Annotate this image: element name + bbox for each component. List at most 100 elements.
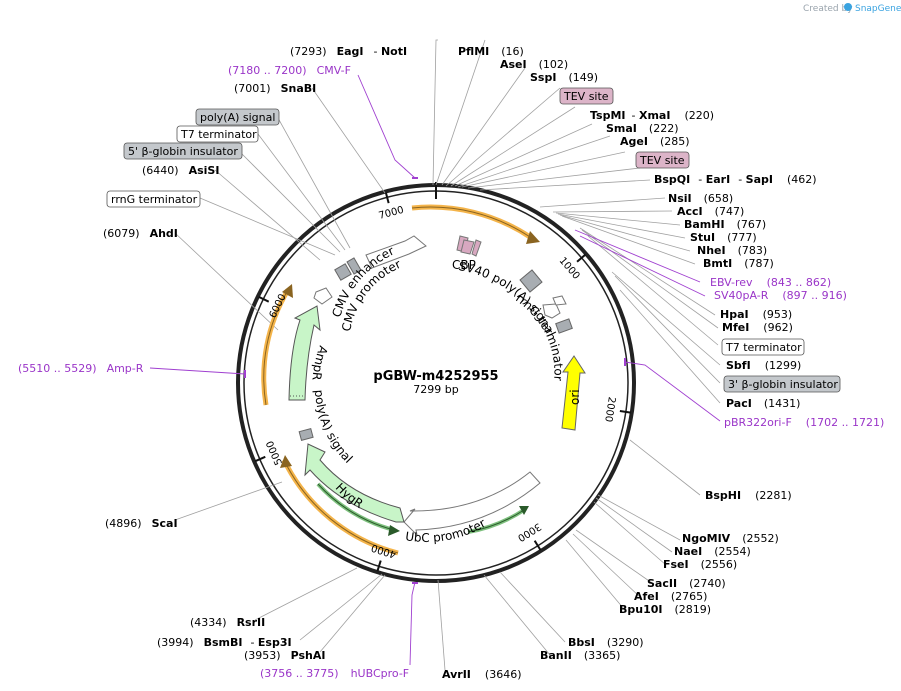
feature-hygr <box>304 443 405 523</box>
primer-leaders <box>149 74 721 666</box>
scale-tick <box>254 455 266 463</box>
site-label: StuI(777) <box>690 231 757 244</box>
site-label: NheI(783) <box>697 244 767 257</box>
site-label: AfeI(2765) <box>634 590 707 603</box>
boxed-label-5-insulator: 5' β-globin insulator <box>123 142 243 160</box>
site-label: BmtI(787) <box>703 257 774 270</box>
scale-tick <box>258 295 270 303</box>
terminator-arrow-icon <box>552 295 567 306</box>
site-label: BamHI(767) <box>684 218 766 231</box>
cbp-mark-icon <box>460 239 475 255</box>
primer-label: pBR322ori-F(1702 .. 1721) <box>724 416 884 429</box>
site-label: SacII(2740) <box>647 577 726 590</box>
site-label: AccI(747) <box>677 205 744 218</box>
primer-label: (5510 .. 5529)Amp-R <box>18 362 144 375</box>
site-label: SmaI(222) <box>606 122 679 135</box>
site-label: Bpu10I(2819) <box>619 603 711 616</box>
site-label: SspI(149) <box>530 71 598 84</box>
svg-text:3' β-globin insulator: 3' β-globin insulator <box>728 378 838 391</box>
feature-ampr <box>288 305 321 401</box>
boxed-label-t7-terminator-left: T7 terminator <box>176 125 259 143</box>
site-label: NsiI(658) <box>668 192 733 205</box>
site-label: HpaI(953) <box>720 308 792 321</box>
tick-label: 4000 <box>370 542 398 560</box>
scale-tick <box>576 253 587 263</box>
plasmid-size: 7299 bp <box>413 383 458 396</box>
insulator-block-icon <box>334 263 352 281</box>
arrow-head-icon <box>388 525 400 536</box>
terminator-arrow-icon <box>542 303 561 319</box>
site-label: AvrII(3646) <box>442 668 521 681</box>
site-label: (6440)AsiSI <box>142 164 219 177</box>
feature-ori <box>561 355 586 431</box>
svg-text:poly(A) signal: poly(A) signal <box>200 111 275 124</box>
svg-text:5' β-globin insulator: 5' β-globin insulator <box>128 145 238 158</box>
arrow-head-icon <box>526 231 540 244</box>
tick-label: 5000 <box>265 439 285 467</box>
credit-prefix: Created by <box>803 4 853 14</box>
primer-label: (3756 .. 3775)hUBCpro-F <box>260 667 409 680</box>
tick-label: 1000 <box>557 255 582 281</box>
arrow-head-icon <box>519 506 529 515</box>
credit-brand: SnapGene <box>855 4 901 14</box>
site-label: BspHI(2281) <box>705 489 792 502</box>
site-label: (7293)EagI- NotI <box>290 45 407 58</box>
site-label: PacI(1431) <box>726 397 800 410</box>
site-label: BanII(3365) <box>540 649 620 662</box>
plasmid-name: pGBW-m4252955 <box>373 369 498 384</box>
site-label: (3994)BsmBI- Esp3I <box>157 636 292 649</box>
tick-label: 6000 <box>268 292 289 320</box>
site-label: FseI(2556) <box>663 558 737 571</box>
site-label: (4334)RsrII <box>190 616 265 629</box>
boxed-label-tev-2: TEV site <box>635 151 690 169</box>
site-label: (4896)ScaI <box>105 517 178 530</box>
site-label: PflMI(16) <box>458 45 524 58</box>
label-ori: ori <box>568 389 582 405</box>
site-label: TspMI- XmaI(220) <box>590 109 714 122</box>
boxed-label-polya: poly(A) signal <box>195 108 280 126</box>
site-label: NgoMIV(2552) <box>682 532 779 545</box>
svg-text:TEV site: TEV site <box>563 90 609 103</box>
site-label: (7001)SnaBI <box>234 82 316 95</box>
svg-text:T7 terminator: T7 terminator <box>725 341 802 354</box>
site-label: NaeI(2554) <box>674 545 751 558</box>
site-label: AseI(102) <box>500 58 568 71</box>
snapgene-logo-icon <box>844 3 852 11</box>
scale-tick <box>533 540 542 551</box>
boxed-label-3-insulator: 3' β-globin insulator <box>723 375 841 393</box>
scale-tick <box>384 192 390 204</box>
scale-tick <box>619 409 631 414</box>
svg-text:T7 terminator: T7 terminator <box>180 128 257 141</box>
feature-cmv-enhancer <box>365 235 427 269</box>
boxed-label-tev-1: TEV site <box>559 87 614 105</box>
site-label: (6079)AhdI <box>103 227 178 240</box>
site-label: BbsI(3290) <box>568 636 643 649</box>
scale-tick <box>376 560 382 572</box>
svg-text:TEV site: TEV site <box>639 154 685 167</box>
svg-text:rrnG terminator: rrnG terminator <box>111 193 198 206</box>
primer-label: (7180 .. 7200)CMV-F <box>228 64 351 77</box>
insulator-block-icon <box>346 257 362 275</box>
label-ampr: AmpR <box>309 344 330 381</box>
arrow-head-icon <box>282 284 293 298</box>
boxed-label-rrng-terminator: rrnG terminator <box>106 190 201 208</box>
site-label: AgeI(285) <box>620 135 690 148</box>
tick-label: 7000 <box>378 205 405 222</box>
feature-ubc-promoter <box>403 471 541 537</box>
tick-label: 2000 <box>602 396 617 423</box>
snapgene-credit: Created by SnapGene <box>803 3 901 14</box>
boxed-label-t7-terminator-right: T7 terminator <box>721 338 805 356</box>
site-label: SbfI(1299) <box>726 359 801 372</box>
label-cbp: CBP <box>452 258 476 272</box>
leader-lines <box>174 39 721 671</box>
tev-mark-icon <box>471 239 482 257</box>
tick-label: 3000 <box>515 520 542 543</box>
sv40-polya-block-icon <box>519 269 543 293</box>
arrow-head-icon <box>280 455 292 468</box>
site-label: (3953)PshAI <box>244 649 325 662</box>
polya-block-icon <box>298 427 314 441</box>
promoter-arrow-icon <box>313 287 333 305</box>
site-label: MfeI(962) <box>722 321 793 334</box>
